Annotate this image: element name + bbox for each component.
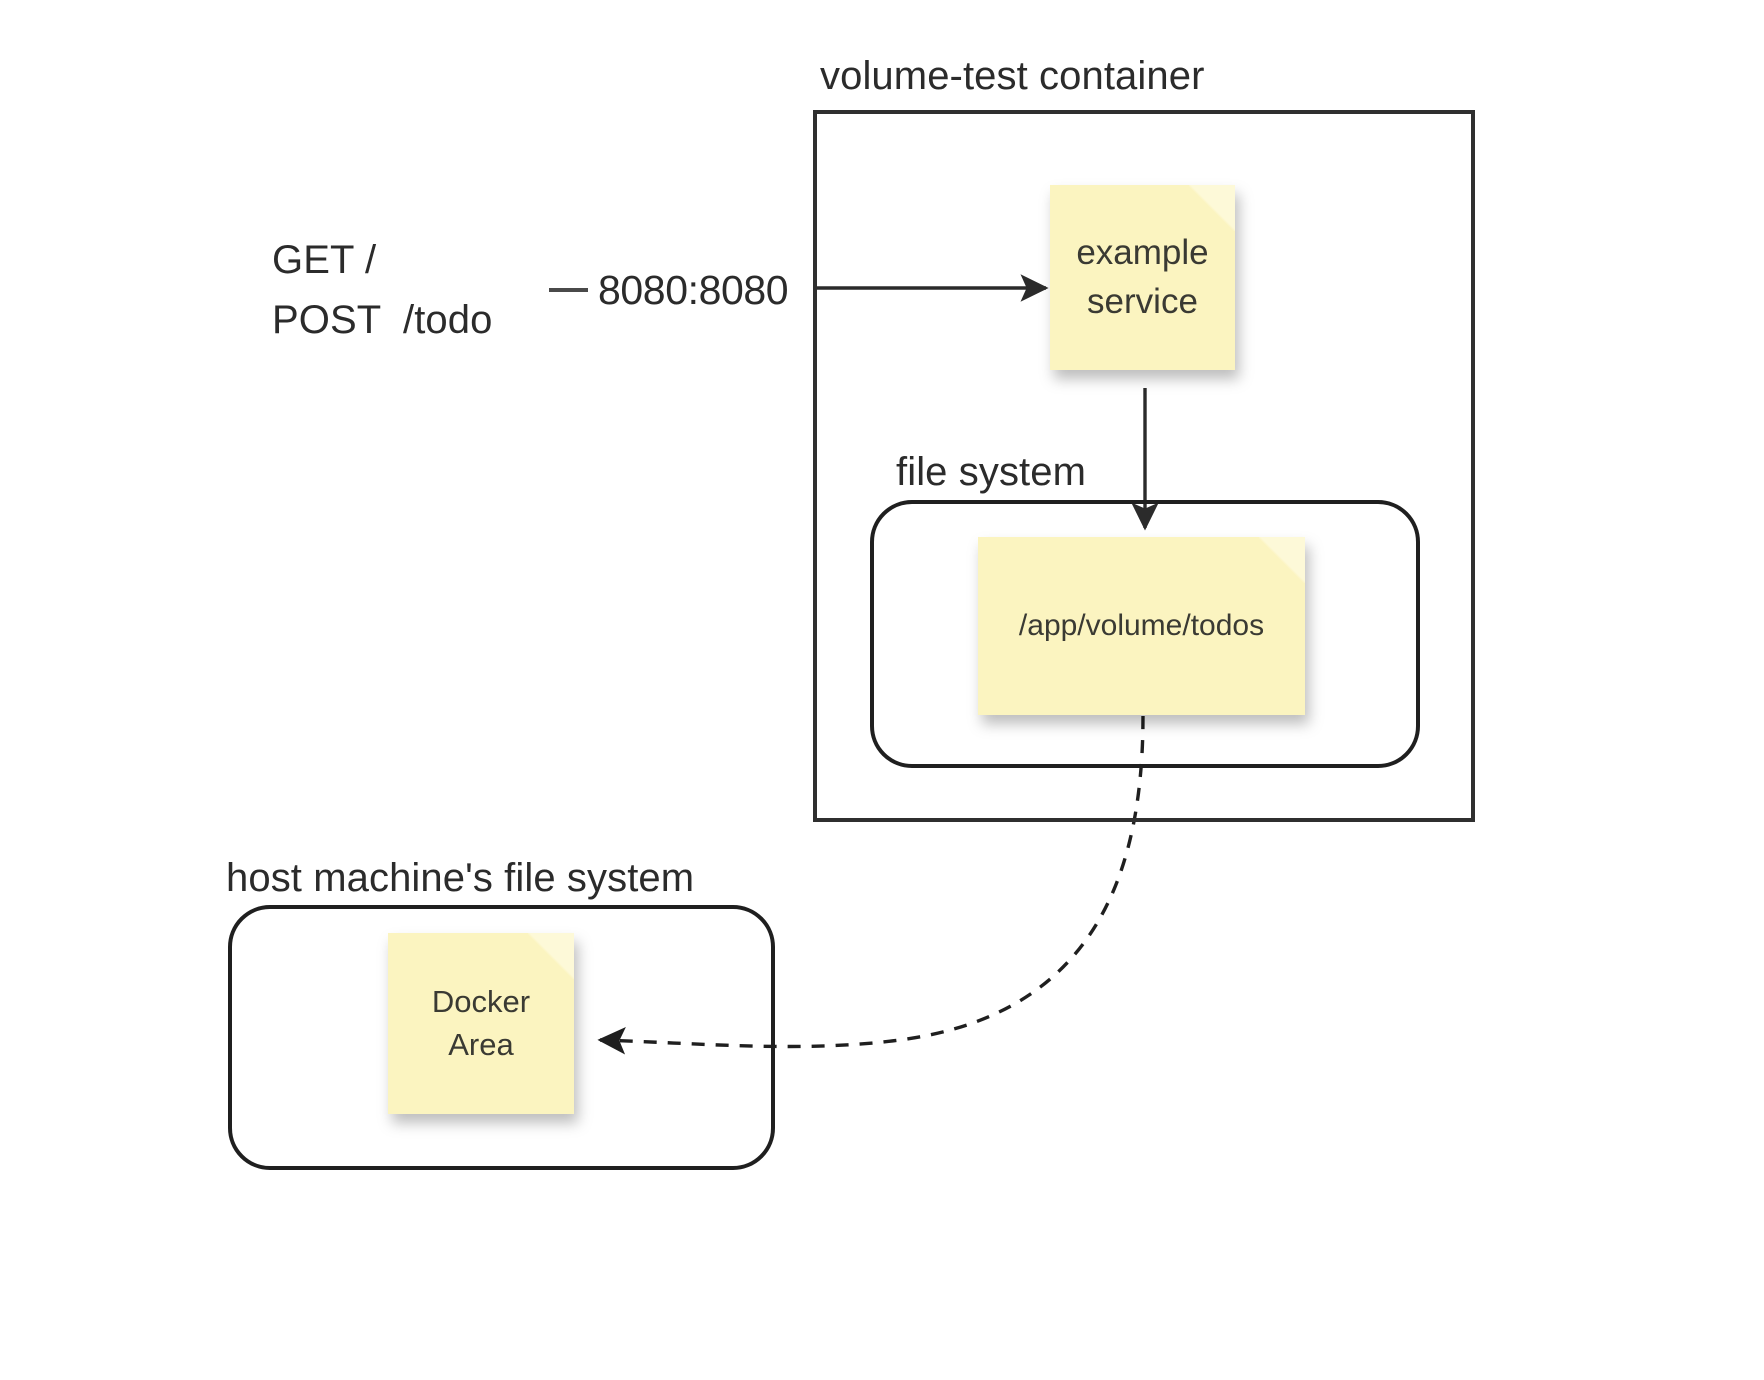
host-file-system-box [228,905,775,1170]
volume-todos-note-text: /app/volume/todos [1018,609,1265,643]
docker-area-note-text: Docker Area [431,983,531,1062]
container-title: volume-test container [820,54,1205,98]
file-system-box [870,500,1420,768]
volume-todos-note: /app/volume/todos [978,537,1305,715]
volume-test-container-box [813,110,1475,822]
example-service-note-text: example service [1076,233,1209,321]
host-file-system-title: host machine's file system [226,856,695,900]
port-mapping-label: 8080:8080 [598,267,789,313]
request-method-line-1: GET / [272,238,377,282]
request-method-line-2: POST /todo [272,298,493,342]
file-system-title: file system [890,446,1093,499]
docker-area-note: Docker Area [388,933,574,1114]
example-service-note: example service [1050,185,1235,370]
